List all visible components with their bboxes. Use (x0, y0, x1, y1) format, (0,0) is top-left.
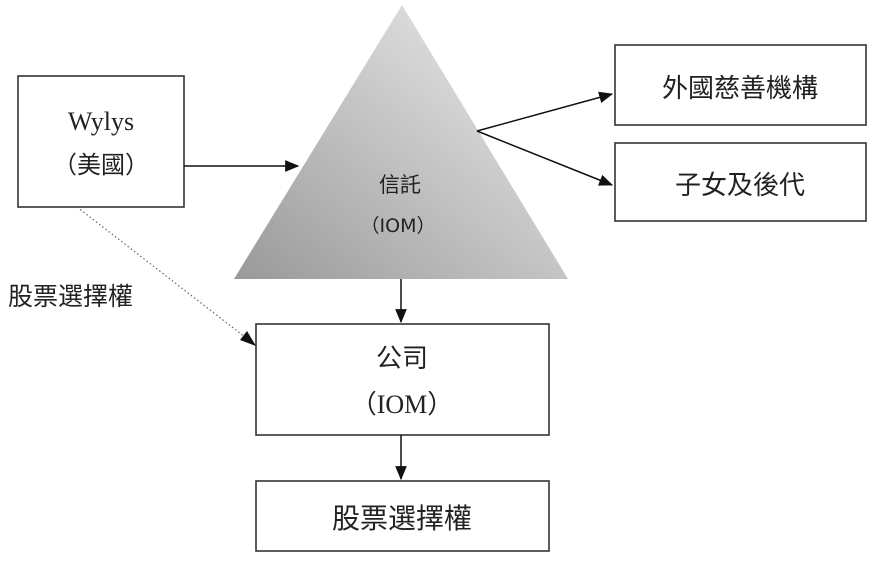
company-sublabel: （IOM） (351, 390, 454, 419)
stock-options-node: 股票選擇權 (255, 480, 550, 552)
foreign-charity-label: 外國慈善機構 (662, 74, 818, 103)
edge-trust-to-children (476, 130, 614, 186)
wylys-node: Wylys （美國） (17, 75, 185, 208)
children-label: 子女及後代 (675, 171, 805, 200)
children-node: 子女及後代 (614, 142, 867, 222)
dotted-edge-label: 股票選擇權 (8, 283, 133, 311)
trust-triangle (234, 5, 568, 279)
foreign-charity-box (614, 44, 867, 126)
stock-options-box (255, 480, 550, 552)
trust-sublabel: （IOM） (361, 215, 436, 237)
trust-node: 信託 （IOM） (234, 5, 568, 279)
trust-label: 信託 (379, 173, 421, 197)
wylys-box (17, 75, 185, 208)
children-box (614, 142, 867, 222)
wylys-label: Wylys (68, 107, 134, 136)
stock-options-label: 股票選擇權 (332, 503, 472, 535)
company-node: 公司 （IOM） (255, 323, 550, 436)
wylys-sublabel: （美國） (53, 152, 149, 179)
edge-trust-to-foreign-charity (476, 91, 614, 132)
dotted-edge-arrowhead (240, 331, 256, 346)
company-box (255, 323, 550, 436)
company-label: 公司 (376, 344, 428, 373)
edge-wylys-to-company-dotted (76, 206, 255, 345)
foreign-charity-node: 外國慈善機構 (614, 44, 867, 126)
